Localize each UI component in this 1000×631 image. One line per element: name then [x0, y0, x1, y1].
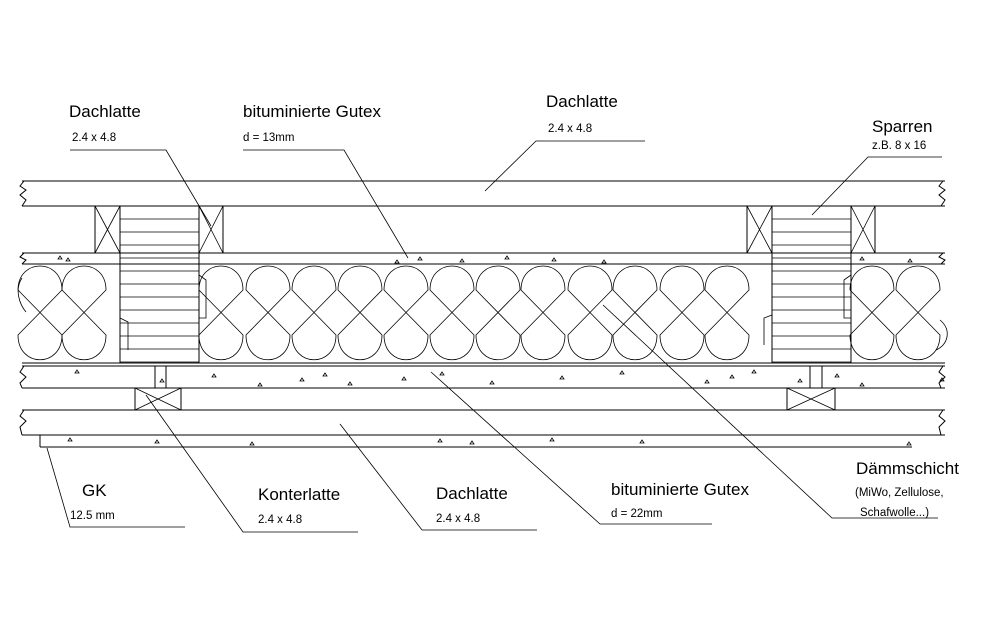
insulation-loop [704, 265, 750, 360]
insulation-loop [849, 265, 895, 360]
insulation-loop [337, 265, 383, 360]
label-gk-dim: 12.5 mm [70, 510, 115, 522]
label-gutex-bottom-title: bituminierte Gutex [611, 480, 749, 499]
insulation-loop [291, 265, 337, 360]
insulation-loop [429, 265, 475, 360]
label-sparren-dim: z.B. 8 x 16 [872, 140, 927, 152]
gypsum-board [39, 434, 912, 448]
label-sparren-title: Sparren [872, 117, 933, 136]
label-dachlatte-top-left-dim: 2.4 x 4.8 [72, 132, 117, 144]
label-gutex-bottom-dim: d = 22mm [611, 508, 663, 520]
insulation-loop [475, 265, 521, 360]
insulation-loop [245, 265, 291, 360]
rafters [119, 205, 852, 364]
label-dachlatte-top-right-dim: 2.4 x 4.8 [548, 123, 593, 135]
label-daemmschicht-materials-2: Schafwolle...) [860, 507, 930, 519]
label-daemmschicht-title: Dämmschicht [856, 459, 959, 478]
gutex-board-top [19, 252, 946, 265]
insulation-loop [612, 265, 658, 360]
top-batten [19, 180, 946, 207]
label-daemmschicht-materials-1: (MiWo, Zellulose, [855, 487, 944, 499]
insulation-loop [659, 265, 705, 360]
label-dachlatte-bottom-title: Dachlatte [436, 484, 508, 503]
label-dachlatte-top-right-title: Dachlatte [546, 92, 618, 111]
counter-battens-top [94, 205, 876, 254]
insulation-loop [567, 265, 613, 360]
leader-lines [46, 140, 942, 533]
bottom-batten [19, 409, 946, 436]
label-konterlatte-title: Konterlatte [258, 485, 341, 504]
insulation-loop [61, 265, 107, 360]
insulation-loop [520, 265, 566, 360]
label-dachlatte-top-left-title: Dachlatte [69, 102, 141, 121]
insulation-loop [895, 265, 941, 360]
gutex-board-bottom [19, 365, 946, 389]
label-konterlatte-dim: 2.4 x 4.8 [258, 514, 303, 526]
insulation-loop [17, 265, 63, 360]
label-gk-title: GK [82, 481, 107, 500]
label-gutex-top-title: bituminierte Gutex [243, 102, 381, 121]
label-gutex-top-dim: d = 13mm [243, 132, 295, 144]
insulation-loop [383, 265, 429, 360]
counter-battens-bottom [134, 387, 836, 411]
insulation-layer [17, 265, 948, 364]
label-dachlatte-bottom-dim: 2.4 x 4.8 [436, 513, 481, 525]
